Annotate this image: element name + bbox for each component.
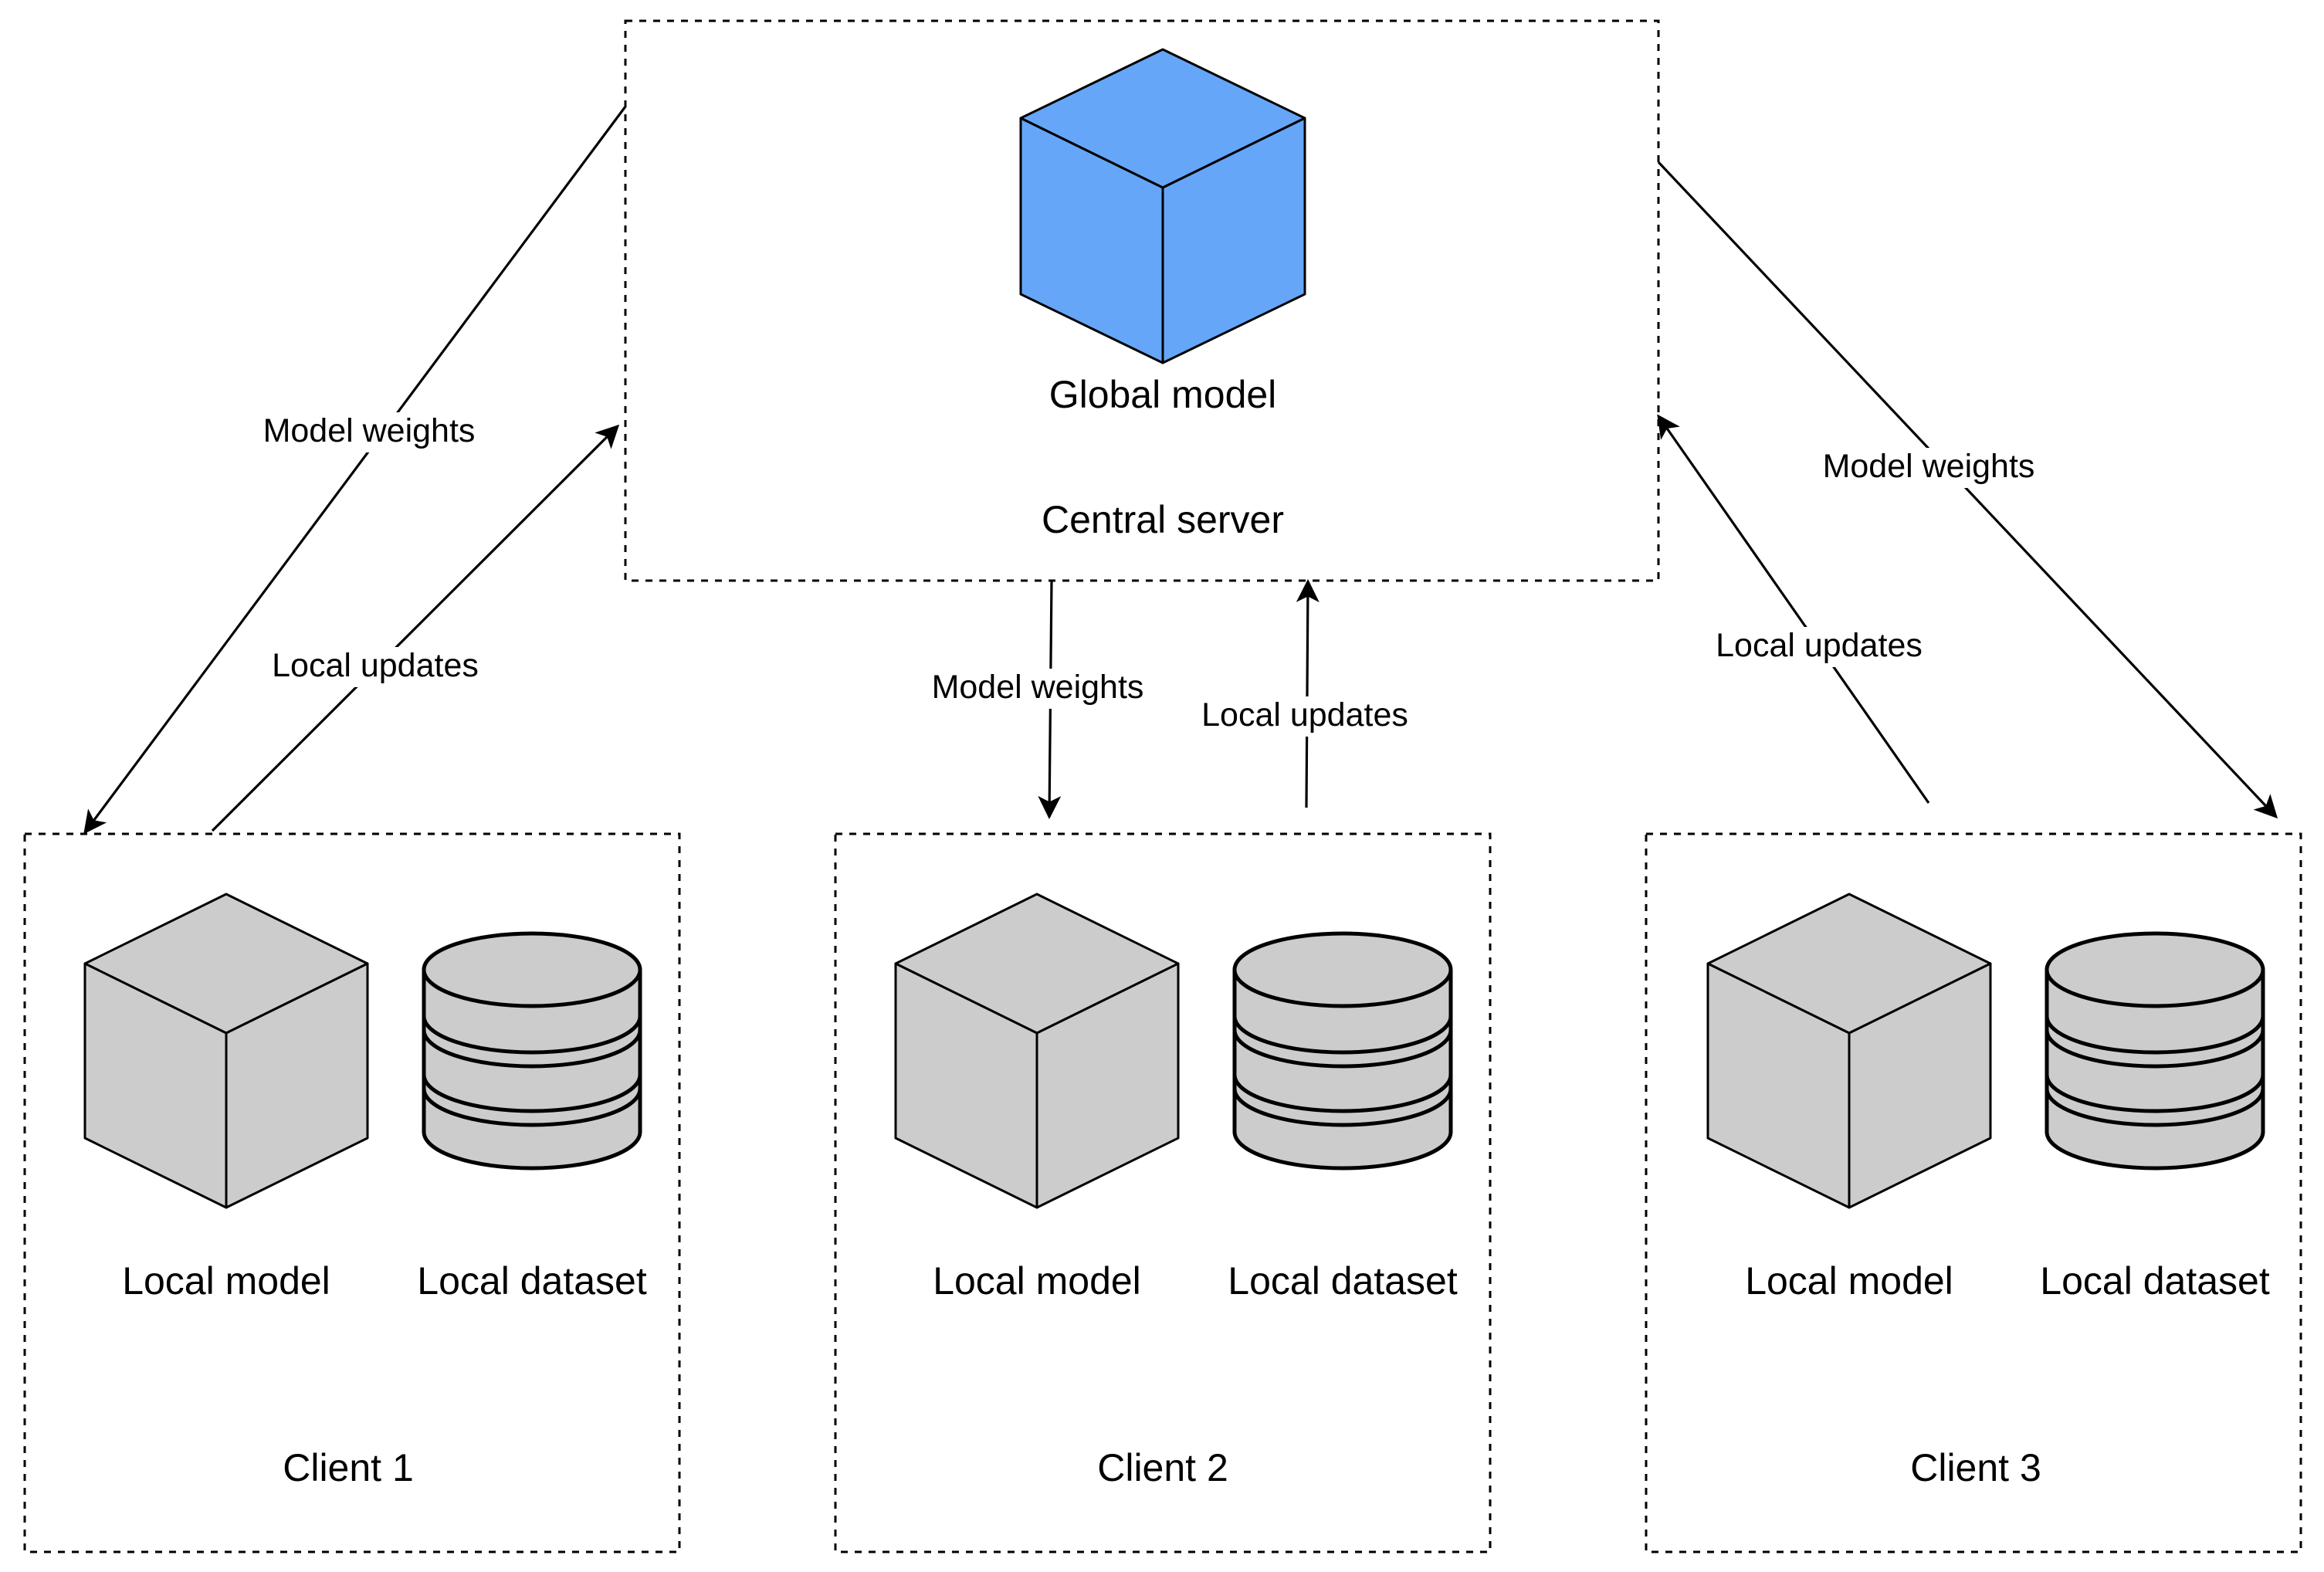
database-band-2 xyxy=(2045,1072,2265,1127)
edge-weights-to-client-3 xyxy=(1657,161,2278,819)
global-model-cube-icon xyxy=(1019,48,1306,364)
local-dataset-label: Local dataset xyxy=(1228,1259,1458,1303)
central-server-box xyxy=(624,19,1660,582)
client-3: Local model Local dataset Client 3 xyxy=(1645,832,2302,1553)
local-model-cube-icon xyxy=(894,893,1180,1209)
local-model-label: Local model xyxy=(933,1259,1141,1303)
database-band-2 xyxy=(422,1072,642,1127)
local-model-cube-right xyxy=(1035,962,1180,1209)
database-icon xyxy=(2045,931,2265,1171)
database-band-2 xyxy=(1232,1072,1453,1127)
database-top xyxy=(2045,931,2265,1008)
edge-label-updates-client-2: Local updates xyxy=(1195,696,1414,737)
local-model-cube-right xyxy=(225,962,369,1209)
global-model-cube-right xyxy=(1161,117,1306,364)
local-model-label: Local model xyxy=(1745,1259,1953,1303)
edge-weights-to-client-1 xyxy=(83,106,627,835)
client-2-title: Client 2 xyxy=(1097,1446,1228,1489)
client-3-box xyxy=(1645,832,2302,1553)
client-1-title: Client 1 xyxy=(283,1446,414,1489)
edge-label-updates-client-1: Local updates xyxy=(266,647,485,687)
global-model-label: Global model xyxy=(1049,373,1277,416)
local-dataset-label: Local dataset xyxy=(2040,1259,2270,1303)
central-server-title: Central server xyxy=(1042,498,1284,541)
svg-text:Local updates: Local updates xyxy=(1201,696,1408,733)
local-model-label: Local model xyxy=(122,1259,330,1303)
local-dataset-label: Local dataset xyxy=(417,1259,647,1303)
database-icon xyxy=(1232,931,1453,1171)
database-top xyxy=(1232,931,1453,1008)
svg-text:Model weights: Model weights xyxy=(263,412,476,449)
edge-updates-from-client-1 xyxy=(211,424,620,832)
svg-text:Model weights: Model weights xyxy=(932,669,1144,706)
database-band-1 xyxy=(1232,1014,1453,1069)
central-server: Global model Central server xyxy=(624,19,1660,582)
local-model-cube-icon xyxy=(83,893,369,1209)
database-band-1 xyxy=(2045,1014,2265,1069)
edge-label-updates-client-3: Local updates xyxy=(1709,627,1929,667)
local-model-cube-right xyxy=(1848,962,1992,1209)
edge-label-weights-client-1: Model weights xyxy=(256,412,482,452)
database-top xyxy=(422,931,642,1008)
client-3-title: Client 3 xyxy=(1910,1446,2041,1489)
local-model-cube-icon xyxy=(1706,893,1992,1209)
edge-label-weights-client-3: Model weights xyxy=(1816,448,2041,488)
edge-label-weights-client-2: Model weights xyxy=(925,669,1150,709)
edge-updates-from-client-3 xyxy=(1657,414,1930,804)
client-1: Local model Local dataset Client 1 xyxy=(23,832,681,1553)
edge-updates-from-client-2 xyxy=(1296,579,1320,808)
client-2-box xyxy=(834,832,1492,1553)
client-2: Local model Local dataset Client 2 xyxy=(834,832,1492,1553)
svg-text:Local updates: Local updates xyxy=(1716,627,1923,664)
svg-text:Local updates: Local updates xyxy=(272,647,479,684)
svg-text:Model weights: Model weights xyxy=(1823,448,2035,485)
database-icon xyxy=(422,931,642,1171)
database-band-1 xyxy=(422,1014,642,1069)
client-1-box xyxy=(23,832,681,1553)
